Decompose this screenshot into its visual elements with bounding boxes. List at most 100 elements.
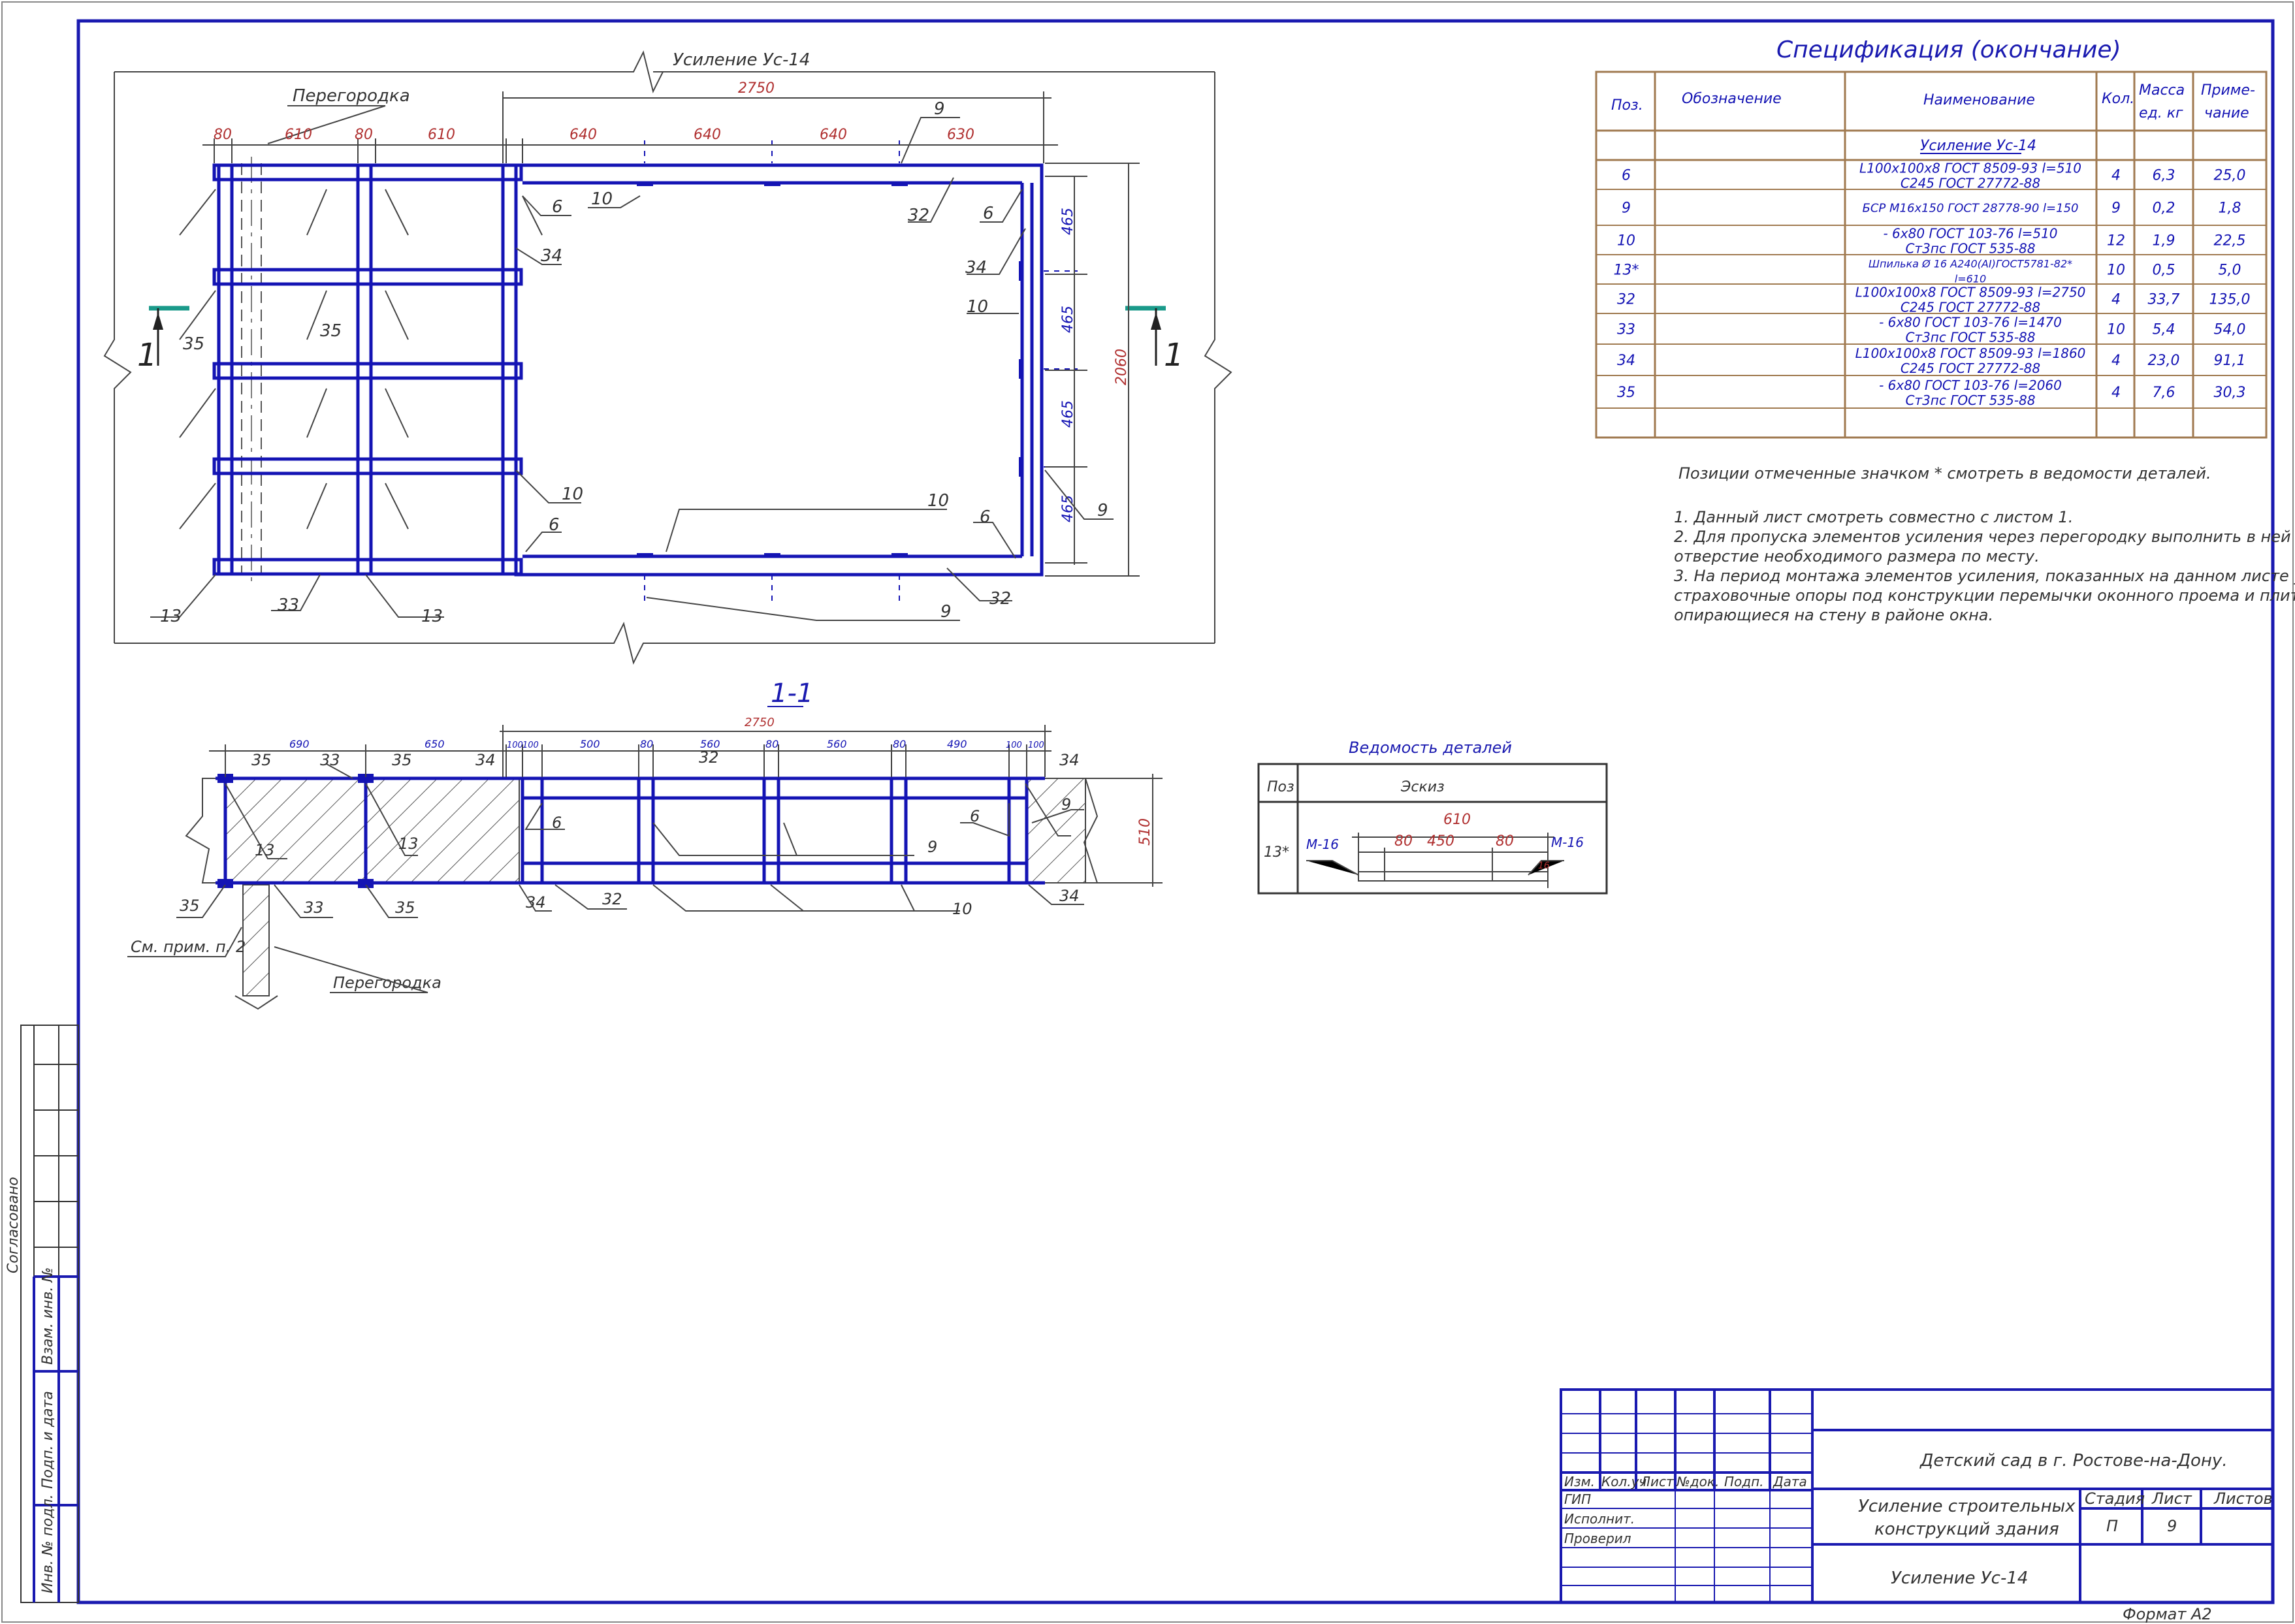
stamp-inv: Инв. № подл.	[40, 1494, 56, 1593]
section-view: 1-1	[127, 678, 1163, 1010]
stamp-sign-date: Подп. и дата	[40, 1391, 56, 1489]
section-overall-dim: 2750	[745, 716, 775, 729]
spec-header-mass-2: ед. кг	[2139, 105, 2183, 121]
spec-header-note-2: чание	[2204, 105, 2249, 121]
sketch-dim-right: 80	[1496, 833, 1514, 850]
spec-cell: 4	[2111, 385, 2121, 401]
spec-cell: Шпилька Ø 16 А240(АI)ГОСТ5781-82*	[1869, 258, 2072, 270]
section-mark-label-right: 1	[1164, 337, 1184, 374]
callout: 6	[552, 814, 562, 832]
callout: 13	[255, 841, 275, 859]
callout: 34	[475, 751, 496, 769]
callout: 9	[934, 99, 945, 119]
callout: 10	[562, 485, 583, 504]
plan-left-dim-1: 80	[214, 127, 232, 143]
section-dim: 80	[765, 738, 778, 750]
callout: 35	[320, 321, 342, 341]
sketch-dim-left: 80	[1394, 833, 1413, 850]
callout: 35	[395, 899, 415, 917]
callout: 34	[541, 246, 562, 266]
plan-title: Усиление Ус-14	[673, 50, 810, 70]
tb-role-gip: ГИП	[1564, 1491, 1591, 1507]
tb-object-2: конструкций здания	[1874, 1520, 2059, 1539]
spec-cell: C245 ГОСТ 27772-88	[1901, 360, 2040, 376]
plan-top-dim-2: 640	[694, 127, 721, 143]
callout: 9	[1061, 795, 1071, 814]
spec-cell: 5,0	[2219, 263, 2241, 279]
callout: 35	[251, 751, 272, 769]
tb-sheets-label: Листов	[2213, 1489, 2273, 1508]
section-mark-label-left: 1	[137, 337, 157, 374]
sketch-thread-left: М-16	[1306, 836, 1339, 852]
callout: 10	[591, 189, 613, 209]
details-sketch-dims: 610 80 450 80	[1394, 812, 1514, 850]
spec-cell: l=610	[1955, 273, 1986, 285]
callout: 34	[965, 258, 987, 278]
spec-cell: 23,0	[2148, 353, 2180, 369]
note-line: 3. На период монтажа элементов усиления,…	[1674, 567, 2295, 585]
spec-header: Поз. Обозначение Наименование Кол. Масса…	[1611, 82, 2255, 154]
plan-right-dim-1: 465	[1060, 208, 1076, 235]
tb-col-izm: Изм.	[1564, 1474, 1595, 1489]
plan-callouts: 6 10 9 32 6 34 34 10 35 35 10 6 10 6	[150, 99, 1114, 626]
callout: 35	[180, 897, 200, 915]
spec-cell: 6	[1622, 168, 1631, 184]
spec-cell: 0,2	[2153, 200, 2175, 217]
callout: 10	[952, 900, 972, 918]
title-block: Изм. Кол.уч Лист №док. Подп. Дата ГИП Ис…	[1560, 1388, 2274, 1623]
callout: 32	[908, 206, 929, 225]
callout: 6	[552, 197, 563, 217]
section-dim: 500	[580, 738, 600, 750]
details-table: Ведомость деталей Поз Эскиз 13* 610 80 4…	[1257, 739, 1608, 895]
notes-block: Позиции отмеченные значком * смотреть в …	[1674, 464, 2295, 624]
specification-table: Спецификация (окончание) Поз. Обозначени…	[1595, 37, 2268, 439]
callout: 33	[320, 751, 340, 769]
sketch-dim-total: 610	[1443, 812, 1471, 828]
spec-cell: 22,5	[2214, 233, 2246, 249]
spec-header-mass-1: Масса	[2139, 82, 2185, 99]
plan-height-dim: 2060	[1114, 349, 1130, 385]
callout: 13	[398, 835, 419, 853]
tb-col-doc: №док.	[1676, 1474, 1719, 1489]
spec-cell: Ст3пс ГОСТ 535-88	[1905, 241, 2035, 257]
spec-cell: C245 ГОСТ 27772-88	[1901, 300, 2040, 315]
spec-cell: 33,7	[2148, 292, 2180, 308]
tb-col-date: Дата	[1773, 1474, 1807, 1489]
section-dim: 690	[289, 738, 310, 750]
plan-view: Усиление Ус-14 Перегородка	[103, 50, 1232, 665]
spec-cell: 91,1	[2214, 353, 2246, 369]
callout: 6	[549, 515, 560, 535]
callout: 34	[526, 893, 546, 912]
spec-cell: 1,8	[2219, 200, 2241, 217]
spec-cell: 4	[2111, 292, 2121, 308]
plan-top-dim-4: 630	[947, 127, 974, 143]
section-title: 1-1	[771, 678, 813, 709]
section-dim: 560	[827, 738, 847, 750]
note-line: опирающиеся на стену в районе окна.	[1674, 606, 1993, 624]
plan-dimensions: 2750 80 610 80 610 640 640 640 630 465 4…	[214, 80, 1130, 522]
tb-col-koluch: Кол.уч	[1601, 1474, 1646, 1489]
section-dim: 80	[640, 738, 653, 750]
plan-right-dim-2: 465	[1060, 306, 1076, 333]
spec-cell: Ст3пс ГОСТ 535-88	[1905, 330, 2035, 345]
spec-cell: 10	[2107, 322, 2125, 338]
plan-top-dim-3: 640	[820, 127, 847, 143]
spec-header-name: Наименование	[1923, 92, 2035, 108]
spec-cell: L100x100x8 ГОСТ 8509-93 l=510	[1859, 161, 2081, 176]
spec-cell: - 6х80 ГОСТ 103-76 l=2060	[1879, 377, 2062, 393]
callout: 6	[970, 807, 980, 825]
callout: 34	[1059, 887, 1080, 905]
spec-cell: 4	[2111, 353, 2121, 369]
callout: 6	[980, 507, 991, 527]
details-header-pos: Поз	[1267, 779, 1294, 795]
side-stamp: Согласовано Взам. инв. № Подп. и дата Ин…	[5, 1025, 79, 1603]
spec-cell: 6,3	[2153, 168, 2175, 184]
tb-col-list: Лист	[1640, 1474, 1675, 1489]
section-dim: 100	[507, 740, 523, 750]
tb-col-sign: Подп.	[1724, 1474, 1764, 1489]
tb-stage-label: Стадия	[2085, 1489, 2145, 1508]
spec-cell: 4	[2111, 168, 2121, 184]
spec-cell: - 6х80 ГОСТ 103-76 l=1470	[1879, 315, 2062, 330]
